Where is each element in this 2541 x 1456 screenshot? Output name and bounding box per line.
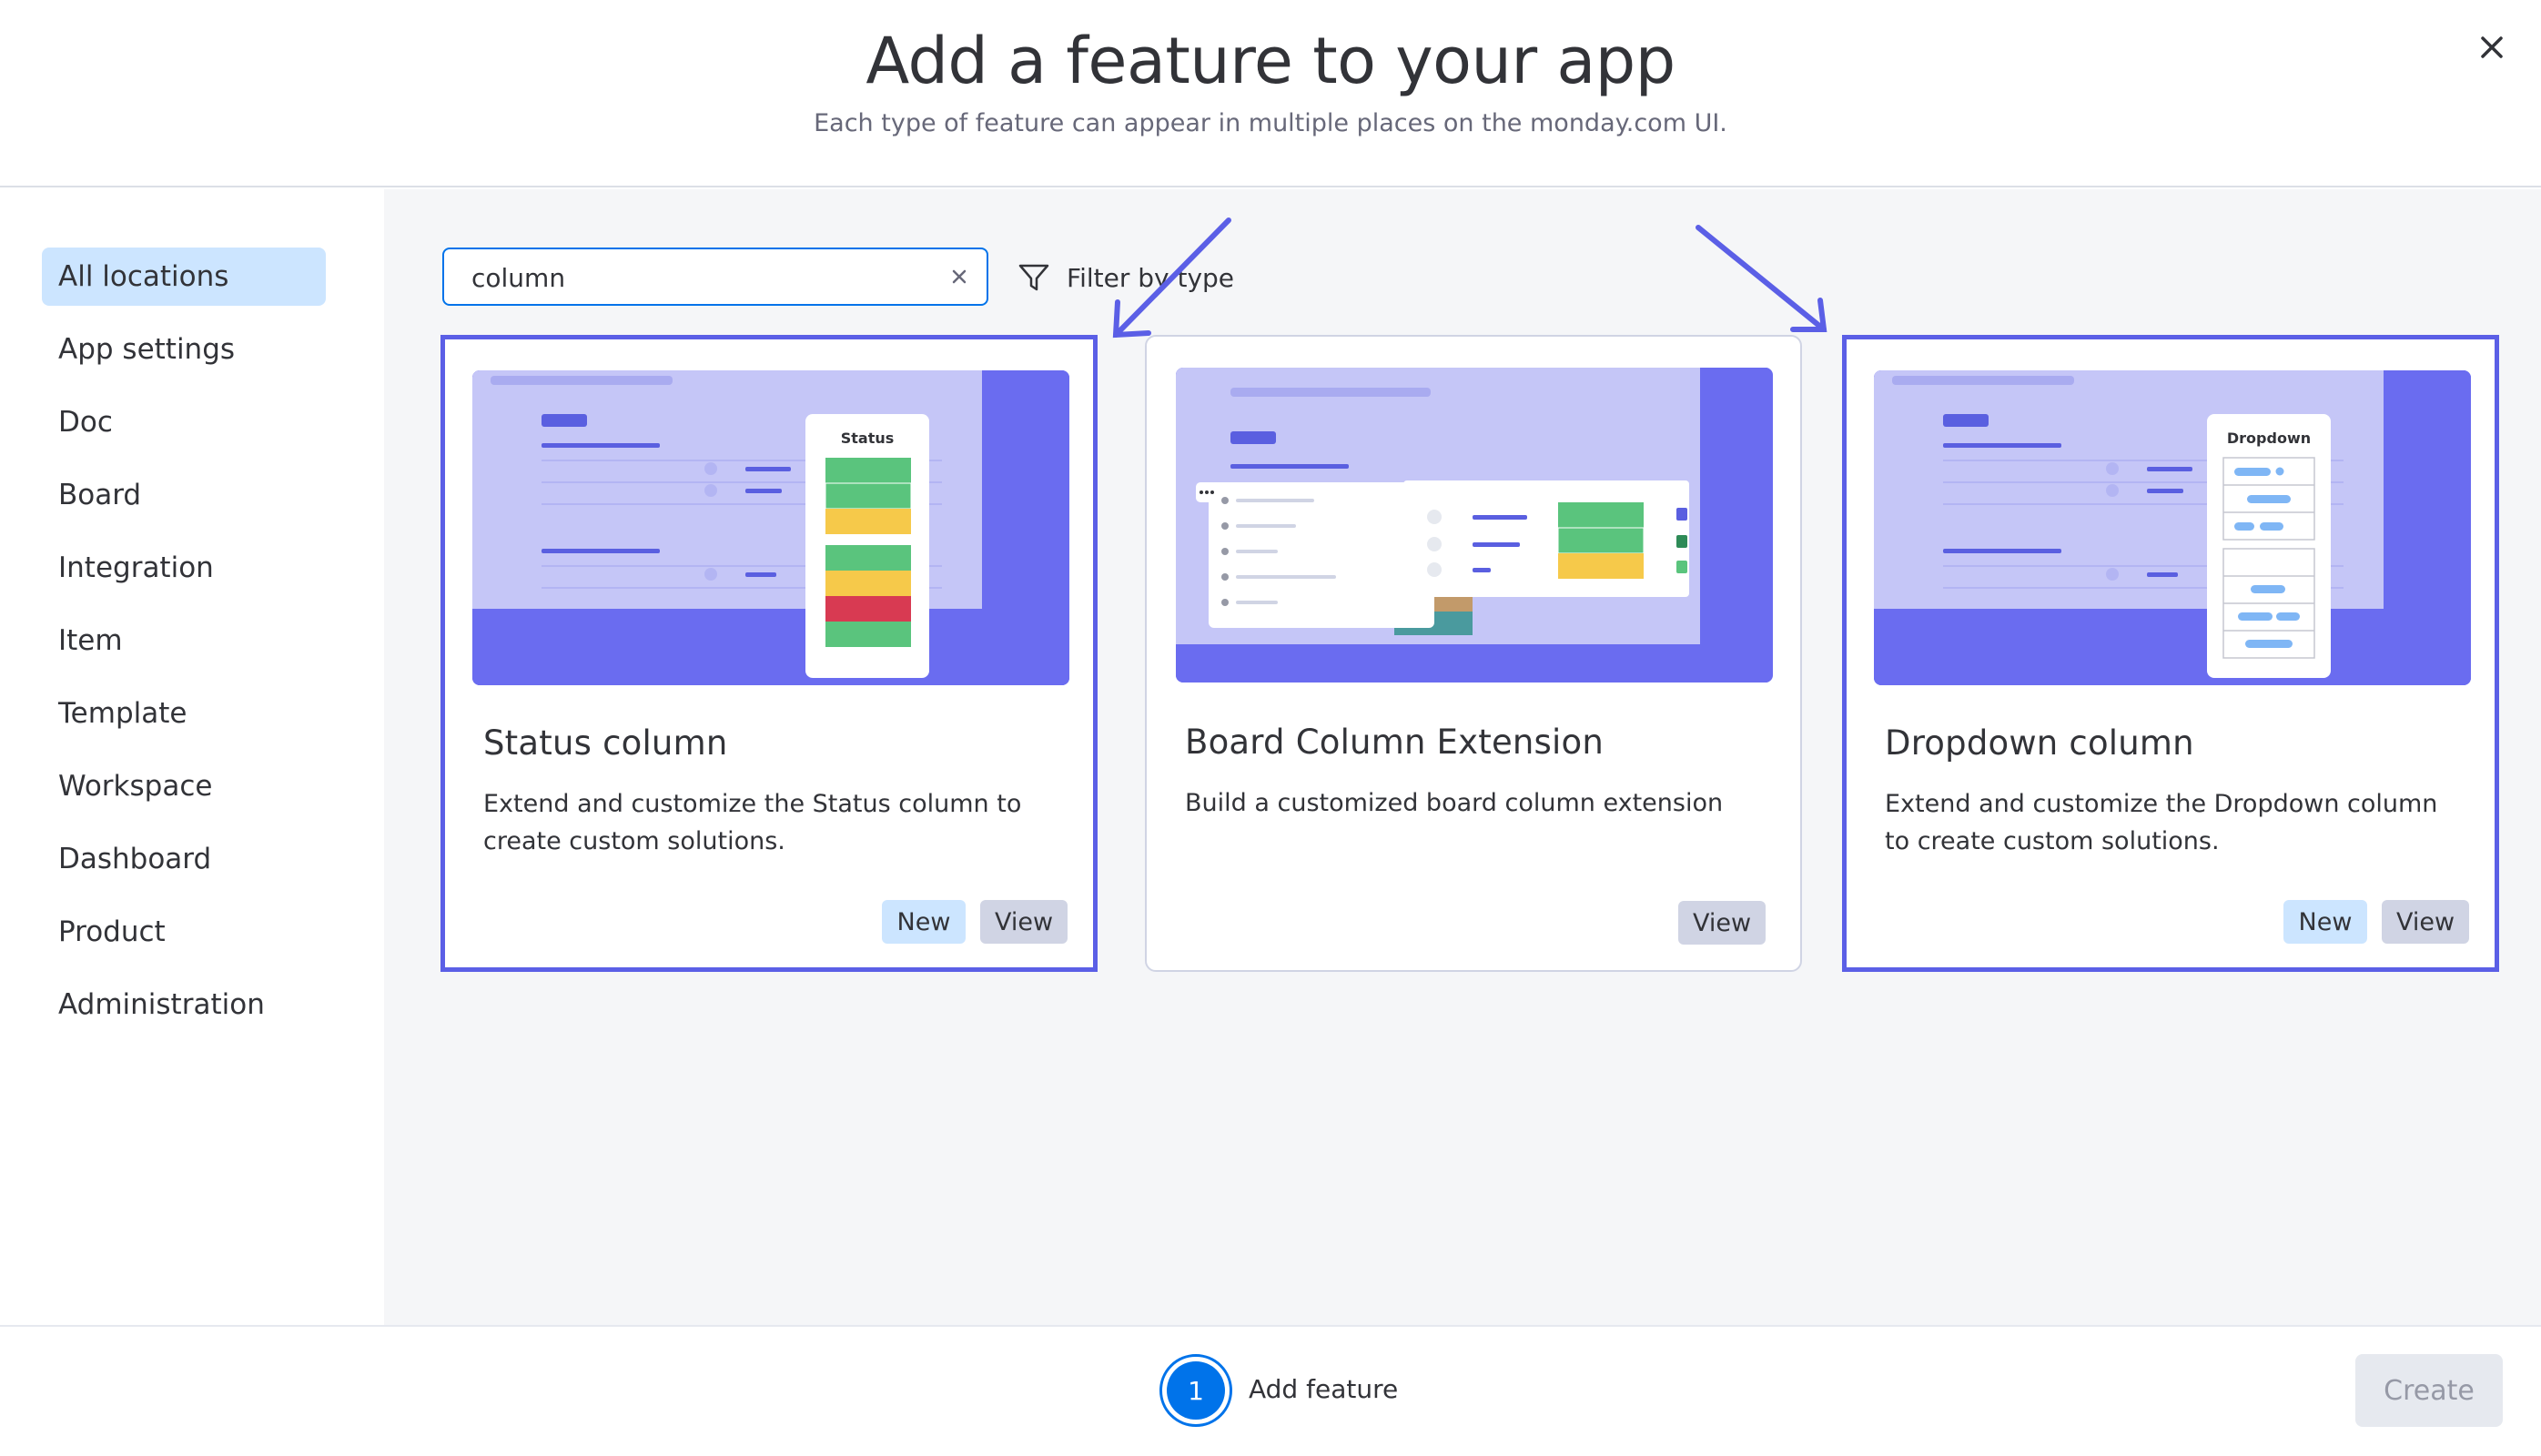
feature-card-board-column-extension[interactable]: Board Column Extension Build a customize… bbox=[1145, 335, 1802, 972]
card-description: Extend and customize the Dropdown column… bbox=[1885, 790, 2438, 855]
card-title: Dropdown column bbox=[1885, 723, 2194, 763]
create-button[interactable]: Create bbox=[2355, 1354, 2503, 1427]
card-description: Build a customized board column extensio… bbox=[1185, 789, 1724, 817]
view-button[interactable]: View bbox=[2382, 900, 2469, 944]
view-button[interactable]: View bbox=[980, 900, 1068, 944]
step-indicator: 1 bbox=[1159, 1354, 1232, 1427]
sidebar-item-administration[interactable]: Administration bbox=[42, 976, 326, 1034]
step-label: Add feature bbox=[1249, 1374, 1399, 1404]
sidebar-item-doc[interactable]: Doc bbox=[42, 393, 326, 451]
close-icon bbox=[952, 269, 967, 284]
new-button[interactable]: New bbox=[2283, 900, 2367, 944]
sidebar-item-label: Dashboard bbox=[58, 843, 212, 875]
filter-label: Filter by type bbox=[1067, 262, 1235, 293]
search-input[interactable] bbox=[471, 260, 908, 295]
modal-header: Add a feature to your app Each type of f… bbox=[0, 0, 2541, 187]
sidebar-item-label: Administration bbox=[58, 988, 265, 1021]
sidebar-item-app-settings[interactable]: App settings bbox=[42, 320, 326, 379]
page-title: Add a feature to your app bbox=[866, 24, 1675, 98]
page-subtitle: Each type of feature can appear in multi… bbox=[814, 109, 1727, 137]
sidebar-item-label: All locations bbox=[58, 260, 229, 293]
sidebar-item-board[interactable]: Board bbox=[42, 466, 326, 524]
new-button[interactable]: New bbox=[882, 900, 966, 944]
sidebar-item-workspace[interactable]: Workspace bbox=[42, 757, 326, 815]
card-title: Status column bbox=[483, 723, 728, 763]
feature-card-status-column[interactable]: Status Status column Extend and customiz… bbox=[440, 335, 1098, 972]
board-column-extension-preview-image bbox=[1176, 368, 1773, 682]
dropdown-preview-title: Dropdown bbox=[2227, 430, 2311, 447]
sidebar-item-label: Board bbox=[58, 479, 142, 511]
filter-by-type-button[interactable]: Filter by type bbox=[1017, 257, 1234, 298]
sidebar-item-label: Integration bbox=[58, 551, 214, 584]
card-description: Extend and customize the Status column t… bbox=[483, 790, 1022, 855]
view-button[interactable]: View bbox=[1678, 901, 1766, 945]
sidebar-item-label: Doc bbox=[58, 406, 113, 439]
wizard-footer bbox=[0, 1325, 2541, 1456]
sidebar-item-product[interactable]: Product bbox=[42, 903, 326, 961]
search-field[interactable] bbox=[442, 248, 988, 306]
status-column-preview-image: Status bbox=[472, 370, 1069, 685]
sidebar-item-label: Template bbox=[58, 697, 187, 730]
sidebar-item-template[interactable]: Template bbox=[42, 684, 326, 743]
filter-icon bbox=[1018, 264, 1049, 291]
close-icon bbox=[2481, 36, 2503, 58]
sidebar-item-label: Workspace bbox=[58, 770, 213, 803]
sidebar-item-integration[interactable]: Integration bbox=[42, 539, 326, 597]
status-preview-title: Status bbox=[841, 430, 895, 447]
close-button[interactable] bbox=[2472, 27, 2512, 67]
sidebar-item-dashboard[interactable]: Dashboard bbox=[42, 830, 326, 888]
clear-search-button[interactable] bbox=[943, 260, 976, 293]
dropdown-column-preview-image: Dropdown bbox=[1874, 370, 2471, 685]
feature-card-dropdown-column[interactable]: Dropdown Dropdown column Extend and cust… bbox=[1842, 335, 2499, 972]
sidebar-item-all-locations[interactable]: All locations bbox=[42, 248, 326, 306]
sidebar-item-label: Product bbox=[58, 915, 166, 948]
step-number: 1 bbox=[1167, 1361, 1225, 1420]
location-sidebar: All locations App settings Doc Board Int… bbox=[0, 189, 384, 1325]
sidebar-item-label: App settings bbox=[58, 333, 236, 366]
sidebar-item-item[interactable]: Item bbox=[42, 612, 326, 670]
card-title: Board Column Extension bbox=[1185, 723, 1604, 762]
sidebar-item-label: Item bbox=[58, 624, 123, 657]
